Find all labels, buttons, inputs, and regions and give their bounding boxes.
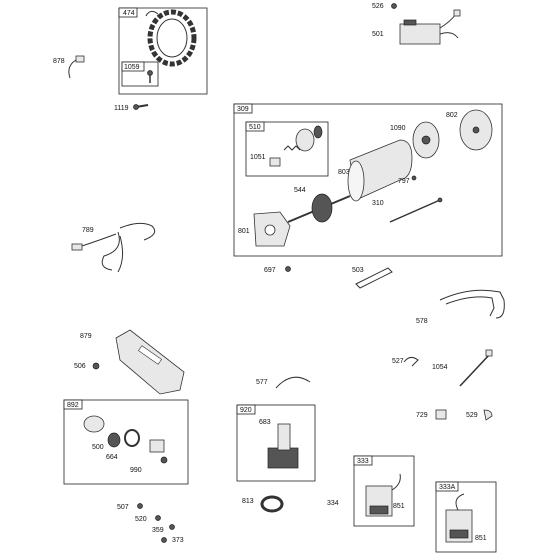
callout-801: 801: [238, 228, 250, 235]
group-1059-tag: [121, 61, 145, 72]
clamp-813-part: [260, 495, 284, 513]
callout-309: 309: [237, 106, 249, 113]
callout-527: 527: [392, 358, 404, 365]
wire-578-part: [439, 289, 505, 319]
screw-373-part: [161, 537, 167, 543]
callout-1119: 1119: [114, 105, 129, 112]
screw-520-part: [155, 515, 161, 521]
rectifier-333-part: [365, 473, 401, 517]
callout-507: 507: [117, 504, 129, 511]
through-bolt-part: [389, 197, 443, 223]
drive-end-cap-part: [253, 211, 291, 247]
callout-333: 333: [357, 458, 369, 465]
group-309-tag: [233, 103, 253, 114]
bolt-1119-part: [133, 104, 149, 110]
callout-729: 729: [416, 412, 428, 419]
end-cap-part: [412, 121, 440, 159]
callout-510: 510: [249, 124, 261, 131]
callout-501: 501: [372, 31, 384, 38]
callout-1059: 1059: [124, 64, 140, 71]
group-892-tag: [63, 399, 83, 410]
callout-664: 664: [106, 454, 118, 461]
wiring-harness-part: [71, 222, 156, 273]
screw-697-part: [285, 266, 291, 272]
clip-527-part: [403, 356, 419, 367]
callout-789: 789: [82, 227, 94, 234]
cable-tie-part: [459, 349, 493, 387]
group-333-box: [353, 455, 415, 527]
group-920-tag: [236, 404, 256, 415]
callout-474: 474: [123, 10, 135, 17]
callout-500: 500: [92, 444, 104, 451]
switch-body-part: [83, 415, 105, 433]
screw-507-part: [137, 503, 143, 509]
screw-506-part: [92, 362, 100, 370]
solenoid-part: [267, 423, 299, 469]
stator-ring-part: [145, 9, 197, 67]
ground-wire-part: [68, 55, 85, 79]
callout-990: 990: [130, 467, 142, 474]
callout-310: 310: [372, 200, 384, 207]
callout-373: 373: [172, 537, 184, 544]
callout-1054: 1054: [432, 364, 448, 371]
armature-part: [287, 193, 351, 223]
callout-526: 526: [372, 3, 384, 10]
group-920-box: [236, 404, 316, 482]
group-510-box: [245, 121, 329, 177]
ignition-key-part: [149, 439, 168, 464]
callout-802: 802: [446, 112, 458, 119]
callout-813: 813: [242, 498, 254, 505]
callout-683: 683: [259, 419, 271, 426]
callout-544: 544: [294, 187, 306, 194]
callout-803: 803: [338, 169, 350, 176]
callout-529: 529: [466, 412, 478, 419]
group-510-tag: [245, 121, 265, 132]
callout-797: 797: [398, 178, 410, 185]
nut-664-part: [107, 429, 140, 448]
callout-359: 359: [152, 527, 164, 534]
callout-1051: 1051: [250, 154, 266, 161]
group-309-box: [233, 103, 503, 257]
screw-526-part: [391, 3, 397, 9]
callout-1090: 1090: [390, 125, 406, 132]
callout-506: 506: [74, 363, 86, 370]
callout-333A: 333A: [439, 484, 456, 491]
group-474-tag: [118, 7, 138, 18]
group-474-box: [118, 7, 208, 95]
pinion-gear-part: [269, 125, 323, 167]
strap-577-part: [275, 376, 311, 389]
callout-920: 920: [240, 407, 252, 414]
callout-578: 578: [416, 318, 428, 325]
clip-529-part: [483, 409, 493, 421]
heat-shield-part: [115, 329, 185, 395]
callout-503: 503: [352, 267, 364, 274]
callout-851-b: 851: [475, 535, 487, 542]
callout-577: 577: [256, 379, 268, 386]
grommet-729-part: [435, 409, 447, 420]
callout-892: 892: [67, 402, 79, 409]
callout-520: 520: [135, 516, 147, 523]
motor-housing-part: [347, 139, 413, 202]
group-333-tag: [353, 455, 373, 466]
rectifier-module-part: [399, 9, 461, 45]
end-plate-part: [459, 109, 493, 151]
callout-697: 697: [264, 267, 276, 274]
callout-851-a: 851: [393, 503, 405, 510]
screw-797-part: [411, 175, 417, 181]
callout-334: 334: [327, 500, 339, 507]
bracket-503-part: [355, 267, 393, 289]
group-333A-tag: [435, 481, 459, 492]
callout-878: 878: [53, 58, 65, 65]
callout-879: 879: [80, 333, 92, 340]
group-892-box: [63, 399, 189, 485]
screw-part: [147, 70, 153, 83]
screw-359-part: [169, 524, 175, 530]
group-333A-box: [435, 481, 497, 553]
rectifier-333A-part: [445, 493, 473, 543]
